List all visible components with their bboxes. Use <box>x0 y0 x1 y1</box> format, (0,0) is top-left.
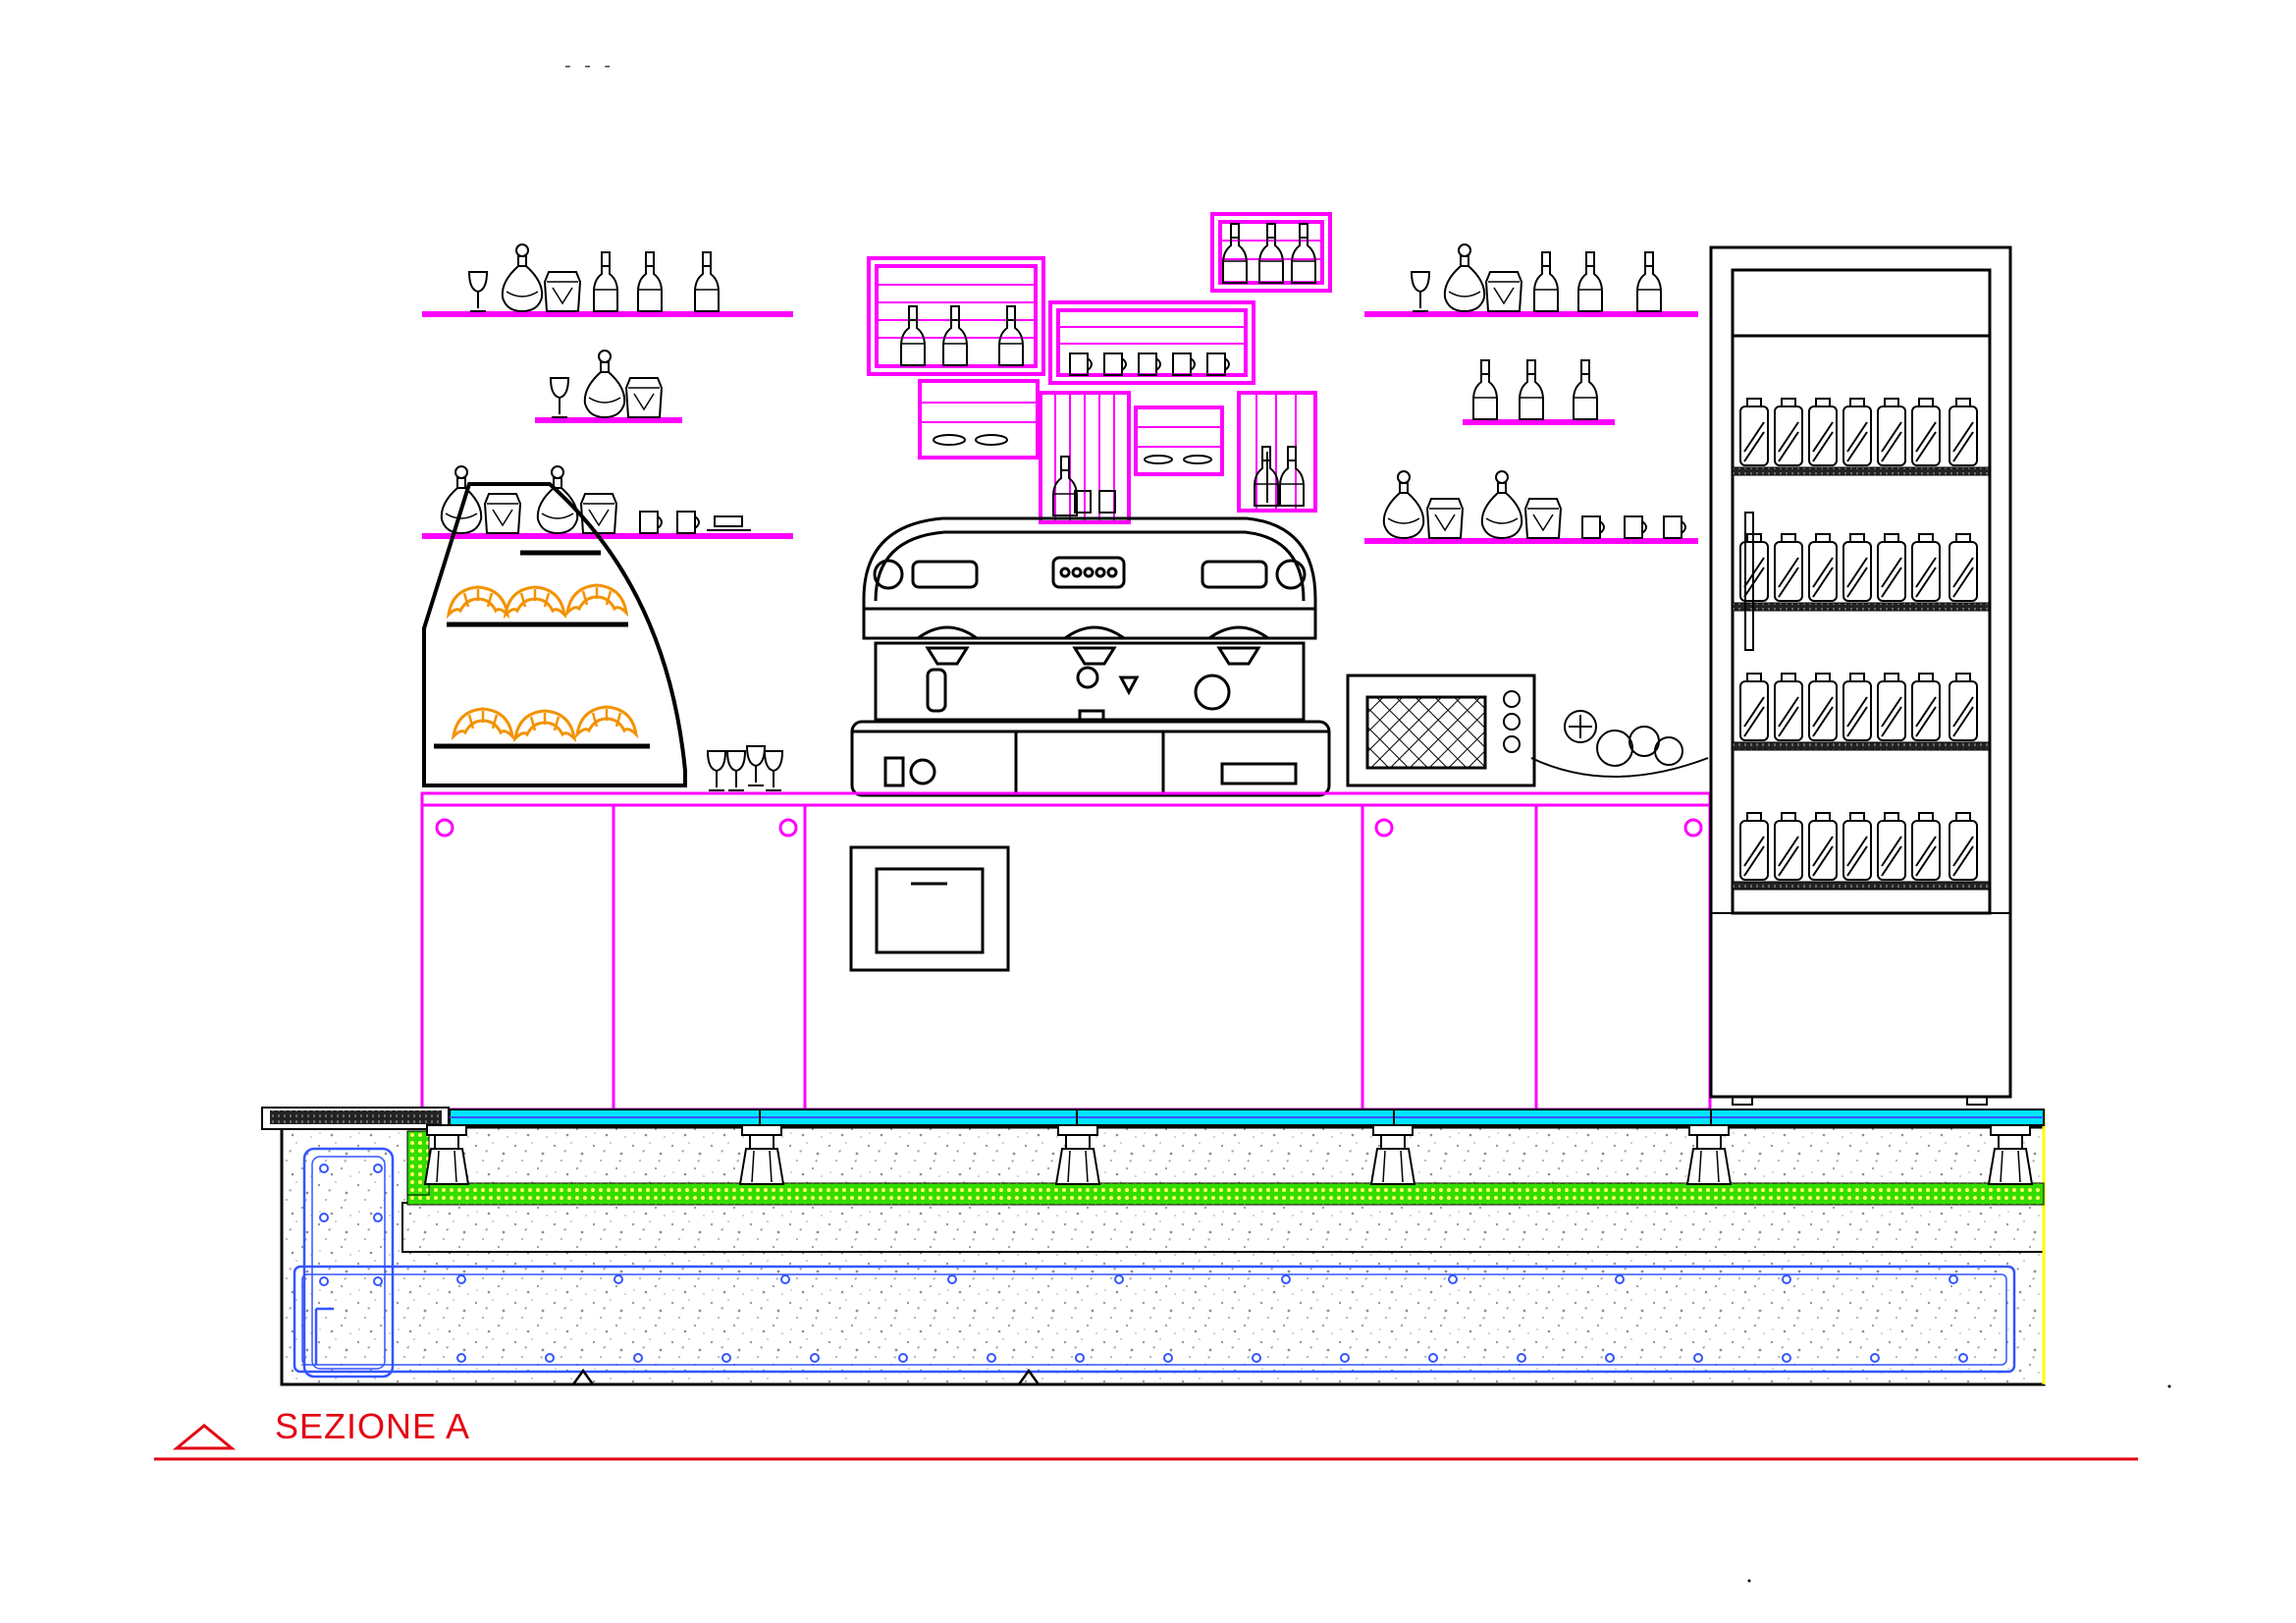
rebar-dots <box>319 1163 1968 1363</box>
fruit-bowl <box>1530 710 1709 778</box>
microwave-icon <box>1346 674 1536 787</box>
section-label-group <box>154 1424 2138 1461</box>
fridge-icon <box>1709 245 2012 1106</box>
dishwasher-door <box>849 845 1010 972</box>
top-marks: - - - <box>564 55 615 77</box>
pastry-display-case <box>422 482 687 787</box>
glasses-group <box>707 745 783 791</box>
croissant-icon <box>447 585 509 617</box>
crate-contents <box>900 223 1316 516</box>
espresso-machine-icon <box>850 516 1331 797</box>
pedestal-icon <box>424 1124 469 1185</box>
floor-section <box>261 1107 2046 1386</box>
section-title: SEZIONE A <box>275 1406 471 1446</box>
bar-counter <box>420 791 1712 1111</box>
ground-markers <box>571 1368 1041 1385</box>
right-shelves <box>1364 243 1698 544</box>
section-marker-icon <box>172 1424 237 1450</box>
left-shelves <box>422 243 793 539</box>
